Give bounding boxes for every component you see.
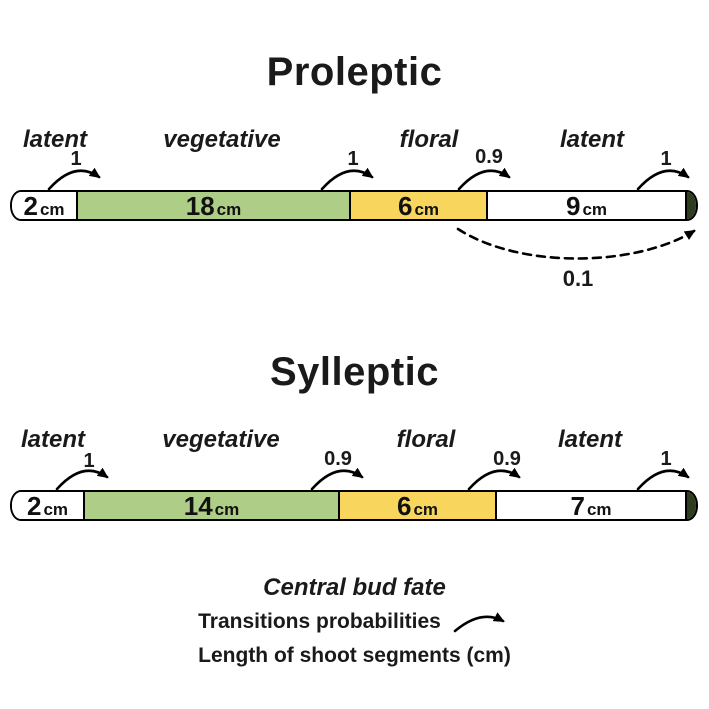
transition-arrow-icon <box>310 467 364 491</box>
proleptic-apex-tip <box>687 192 696 219</box>
transition-arrow-icon <box>320 167 374 191</box>
legend-lengths-row: Length of shoot segments (cm) <box>0 644 709 668</box>
transition-arrow-icon <box>636 167 690 191</box>
sylleptic-state-latent-2: latent <box>557 426 623 453</box>
proleptic-transition-prob-1: 1 <box>70 148 82 170</box>
sylleptic-transition-prob-4: 1 <box>660 448 672 470</box>
sylleptic-state-floral: floral <box>396 426 456 453</box>
legend-lengths-label: Length of shoot segments (cm) <box>198 644 511 667</box>
sylleptic-state-vegetative: vegetative <box>162 426 280 453</box>
transition-arrow-icon <box>457 167 511 191</box>
proleptic-state-latent-1: latent <box>22 126 88 153</box>
proleptic-state-floral: floral <box>399 126 459 153</box>
transition-arrow-icon <box>47 167 101 191</box>
proleptic-skip-transition-prob: 0.1 <box>562 266 594 291</box>
legend-arrow-icon <box>453 612 505 633</box>
legend-title-row: Central bud fate <box>0 574 709 602</box>
sylleptic-transition-prob-3: 0.9 <box>493 448 521 470</box>
sylleptic-apex-tip <box>687 492 696 519</box>
proleptic-transition-prob-2: 1 <box>347 148 359 170</box>
legend-title: Central bud fate <box>263 574 446 601</box>
legend-transitions-row: Transitions probabilities <box>0 609 709 635</box>
proleptic-state-latent-2: latent <box>559 126 625 153</box>
sylleptic-title: Sylleptic <box>269 350 439 394</box>
transition-arrow-icon <box>467 467 521 491</box>
sylleptic-transition-prob-1: 1 <box>83 450 95 472</box>
transition-arrow-icon <box>55 467 109 491</box>
skip-transition-arrow-icon <box>456 227 696 260</box>
proleptic-state-vegetative: vegetative <box>163 126 281 153</box>
proleptic-title: Proleptic <box>266 50 443 94</box>
sylleptic-transition-prob-2: 0.9 <box>324 448 352 470</box>
proleptic-transition-prob-3: 0.9 <box>475 146 503 168</box>
proleptic-transition-prob-4: 1 <box>660 148 672 170</box>
transition-arrow-icon <box>636 467 690 491</box>
legend-transitions-label: Transitions probabilities <box>198 610 441 633</box>
sylleptic-state-latent-1: latent <box>20 426 86 453</box>
